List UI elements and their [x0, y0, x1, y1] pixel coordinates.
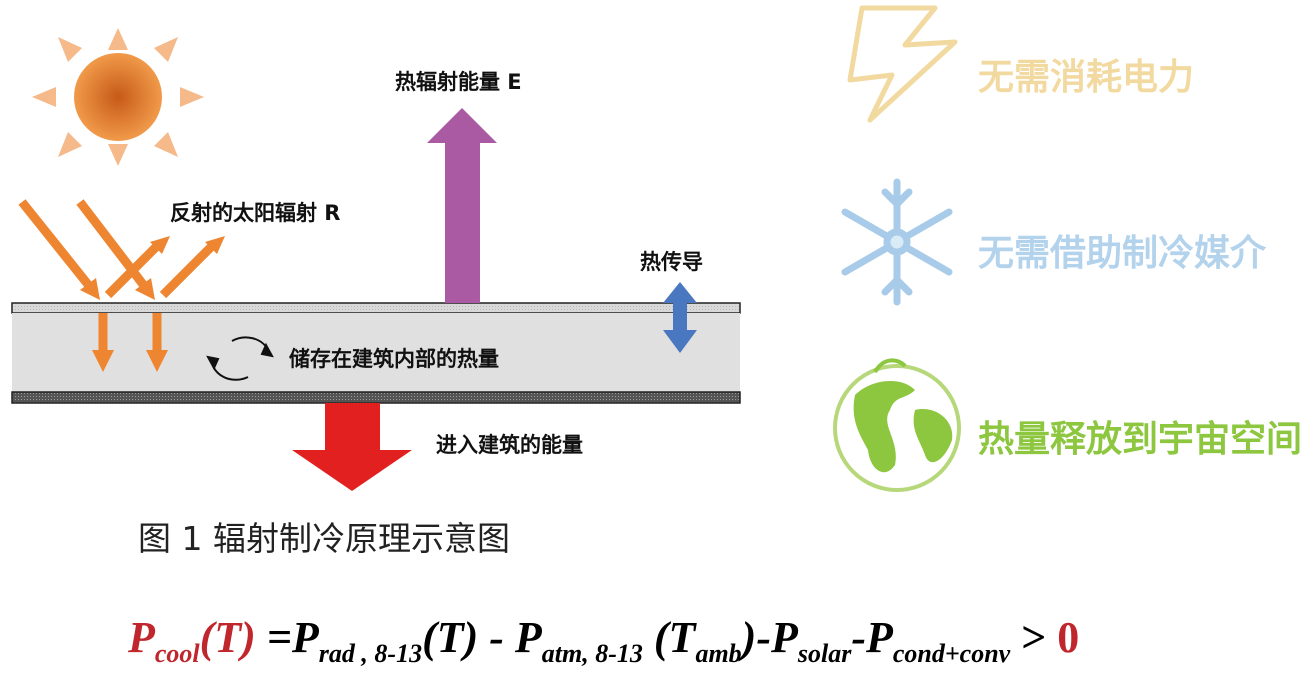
cycle-icon	[206, 336, 274, 381]
cool-subscript: cool	[154, 639, 200, 668]
rad-subscript: rad , 8-13	[318, 639, 423, 668]
reflected-solar-label: 反射的太阳辐射 R	[170, 201, 341, 225]
amb-subscript: amb	[695, 639, 742, 668]
bottom-layer	[11, 391, 741, 404]
sun-icon	[32, 28, 204, 166]
surface-layer	[11, 302, 741, 314]
cooling-power-formula: Pcool(T) =Prad , 8-13(T) - Patm, 8-13 (T…	[128, 612, 1079, 669]
p-atm: - P	[489, 613, 542, 662]
greater-than: >	[1010, 613, 1058, 662]
heat-conduction-arrow	[663, 282, 697, 353]
snowflake-icon	[841, 178, 953, 306]
feature-no-power: 无需消耗电力	[978, 57, 1195, 98]
figure-caption: 图 1 辐射制冷原理示意图	[138, 519, 510, 558]
t-arg: (T)	[199, 613, 256, 662]
t-amb: (T	[642, 613, 696, 662]
p-cond: -P	[851, 613, 893, 662]
feature-no-refrigerant: 无需借助制冷媒介	[978, 233, 1267, 274]
lightning-icon	[847, 5, 958, 123]
thermal-radiation-label: 热辐射能量 E	[395, 70, 522, 94]
energy-into-building-arrow	[292, 403, 412, 491]
feature-heat-to-space: 热量释放到宇宙空间	[978, 419, 1303, 460]
p-cool: P	[128, 613, 155, 662]
atm-subscript: atm, 8-13	[541, 639, 643, 668]
p-rad: =P	[266, 613, 319, 662]
globe-icon	[833, 358, 961, 492]
solar-subscript: solar	[797, 639, 852, 668]
stored-heat-label: 储存在建筑内部的热量	[289, 347, 499, 371]
cond-subscript: cond+conv	[892, 639, 1011, 668]
t-arg: (T)	[422, 613, 479, 662]
energy-into-building-label: 进入建筑的能量	[436, 433, 583, 457]
building-layer	[12, 313, 740, 392]
solar-radiation-arrows	[18, 199, 217, 352]
paren: )	[741, 613, 757, 662]
zero: 0	[1057, 613, 1080, 662]
thermal-radiation-arrow	[427, 108, 497, 303]
p-solar: -P	[756, 613, 798, 662]
conduction-label: 热传导	[640, 250, 703, 274]
